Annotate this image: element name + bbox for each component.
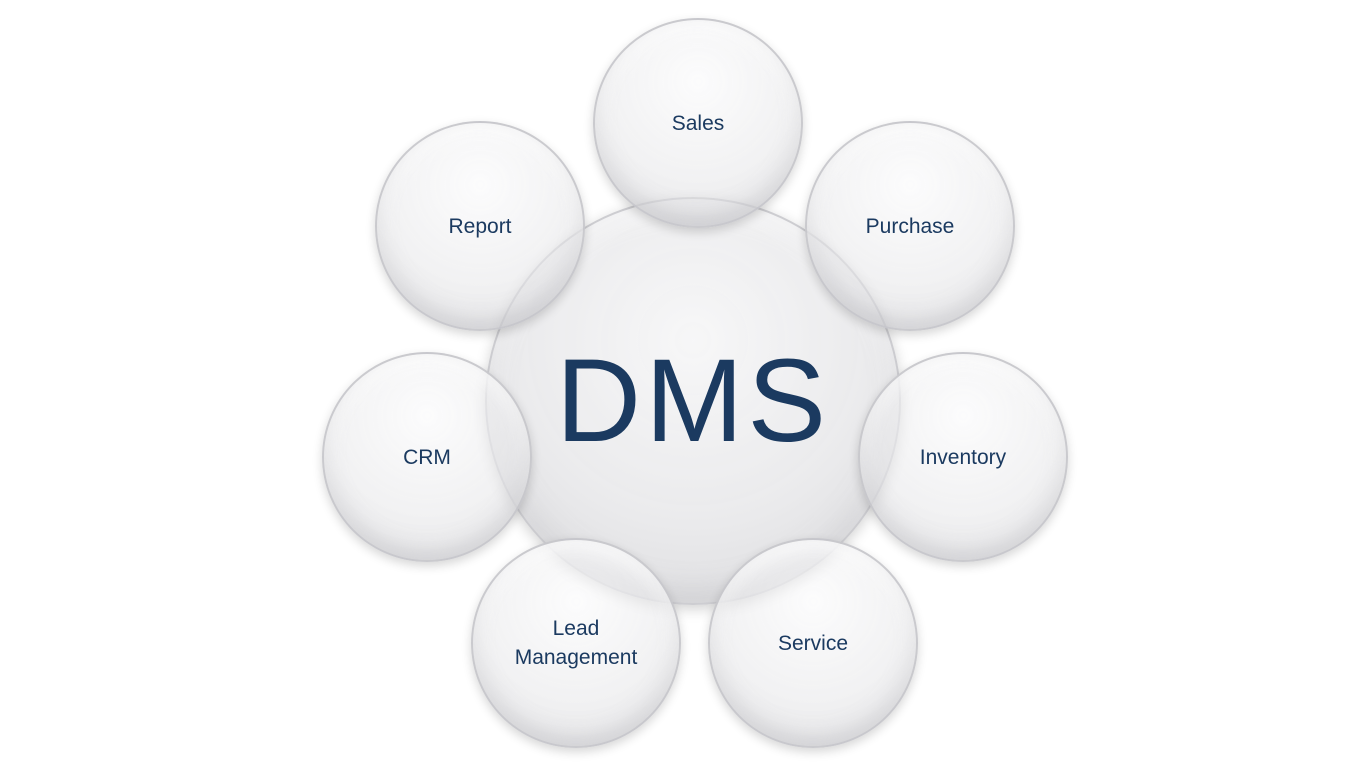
module-circle-sales: Sales [593,18,803,228]
module-label-sales: Sales [671,111,725,135]
module-label-inventory: Inventory [919,445,1007,469]
module-circle-crm: CRM [322,352,532,562]
module-label-crm: CRM [403,445,451,469]
module-label-report: Report [448,214,512,238]
center-label: DMS [555,335,831,467]
module-circle-purchase: Purchase [805,121,1015,331]
module-label-service: Service [777,631,849,655]
module-label-lead-management: Lead Management [514,617,638,669]
module-circle-inventory: Inventory [858,352,1068,562]
module-circle-service: Service [708,538,918,748]
module-circle-lead-management: Lead Management [471,538,681,748]
module-label-purchase: Purchase [865,214,955,238]
module-circle-report: Report [375,121,585,331]
